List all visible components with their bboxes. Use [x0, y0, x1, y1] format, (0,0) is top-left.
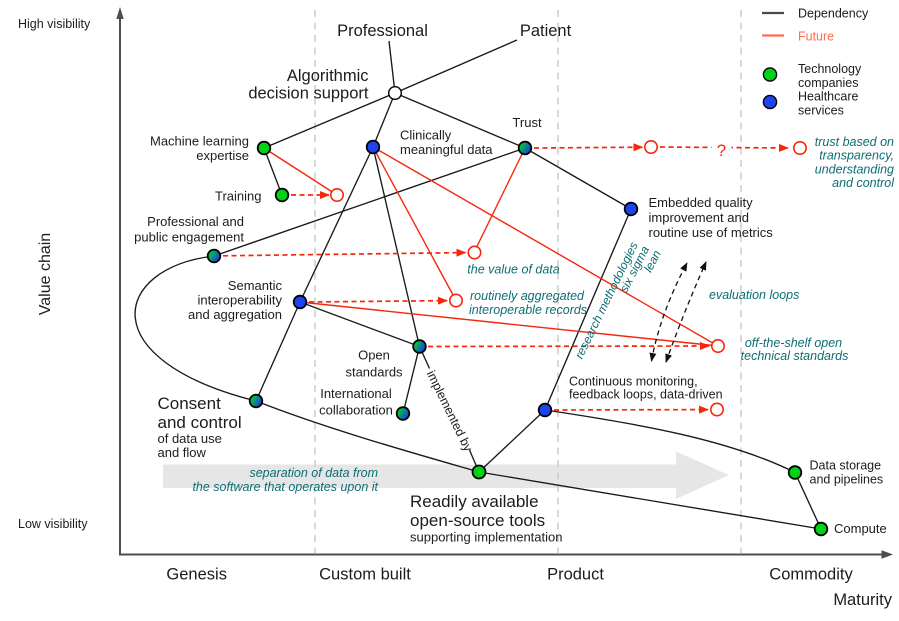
svg-text:Readily available: Readily available	[410, 492, 539, 511]
svg-text:Trust: Trust	[512, 115, 542, 130]
svg-text:feedback loops, data-driven: feedback loops, data-driven	[569, 388, 723, 402]
svg-text:Genesis: Genesis	[166, 566, 227, 584]
svg-text:transparency,: transparency,	[819, 149, 894, 163]
svg-text:technical standards: technical standards	[741, 349, 849, 363]
svg-text:Embedded quality: Embedded quality	[649, 195, 754, 210]
svg-text:Consent: Consent	[158, 394, 222, 413]
svg-text:Compute: Compute	[834, 521, 887, 536]
svg-text:and aggregation: and aggregation	[188, 307, 282, 322]
svg-text:and control: and control	[158, 413, 242, 432]
svg-text:off-the-shelf open: off-the-shelf open	[745, 336, 842, 350]
svg-text:Commodity: Commodity	[769, 566, 853, 584]
svg-text:collaboration: collaboration	[319, 403, 393, 418]
svg-text:Patient: Patient	[520, 22, 572, 40]
svg-text:improvement and: improvement and	[649, 210, 749, 225]
svg-text:Custom built: Custom built	[319, 566, 411, 584]
svg-text:standards: standards	[345, 365, 403, 380]
svg-text:interoperability: interoperability	[197, 293, 282, 308]
svg-text:expertise: expertise	[196, 148, 249, 163]
svg-text:routinely aggregated: routinely aggregated	[470, 289, 585, 303]
svg-text:understanding: understanding	[815, 163, 894, 177]
svg-text:the value of data: the value of data	[467, 263, 559, 277]
svg-text:services: services	[798, 104, 844, 118]
svg-text:trust based on: trust based on	[815, 135, 894, 149]
svg-text:Future: Future	[798, 30, 834, 44]
svg-text:and flow: and flow	[158, 445, 207, 460]
svg-text:?: ?	[717, 141, 726, 160]
svg-text:Maturity: Maturity	[833, 591, 892, 609]
svg-text:Algorithmic: Algorithmic	[287, 67, 369, 85]
svg-text:decision support: decision support	[248, 85, 369, 103]
svg-text:International: International	[320, 386, 392, 401]
svg-text:Data storage: Data storage	[810, 459, 882, 473]
svg-text:evaluation loops: evaluation loops	[709, 288, 799, 302]
svg-text:Value chain: Value chain	[37, 233, 54, 315]
svg-text:Semantic: Semantic	[228, 278, 283, 293]
svg-text:separation of data from: separation of data from	[249, 466, 378, 480]
svg-text:open-source tools: open-source tools	[410, 511, 545, 530]
svg-text:Product: Product	[547, 566, 604, 584]
svg-text:public engagement: public engagement	[134, 230, 244, 245]
svg-text:Low visibility: Low visibility	[18, 517, 88, 531]
svg-text:Continuous monitoring,: Continuous monitoring,	[569, 375, 698, 389]
svg-text:and control: and control	[832, 176, 895, 190]
svg-text:Professional and: Professional and	[147, 214, 244, 229]
svg-text:companies: companies	[798, 76, 858, 90]
svg-text:Open: Open	[358, 348, 390, 363]
svg-text:Technology: Technology	[798, 62, 862, 76]
svg-text:Clinically: Clinically	[400, 128, 452, 143]
svg-text:interoperable records: interoperable records	[469, 303, 587, 317]
svg-text:High visibility: High visibility	[18, 17, 91, 31]
svg-text:and pipelines: and pipelines	[810, 473, 884, 487]
svg-text:the software that operates upo: the software that operates upon it	[192, 480, 378, 494]
svg-text:Healthcare: Healthcare	[798, 90, 858, 104]
svg-text:meaningful data: meaningful data	[400, 142, 493, 157]
svg-text:of data use: of data use	[158, 431, 222, 446]
svg-text:Dependency: Dependency	[798, 7, 869, 21]
svg-text:Training: Training	[215, 189, 261, 204]
svg-text:Machine learning: Machine learning	[150, 134, 249, 149]
svg-text:routine use of metrics: routine use of metrics	[649, 225, 774, 240]
svg-text:Professional: Professional	[337, 22, 428, 40]
svg-text:supporting implementation: supporting implementation	[410, 530, 562, 545]
